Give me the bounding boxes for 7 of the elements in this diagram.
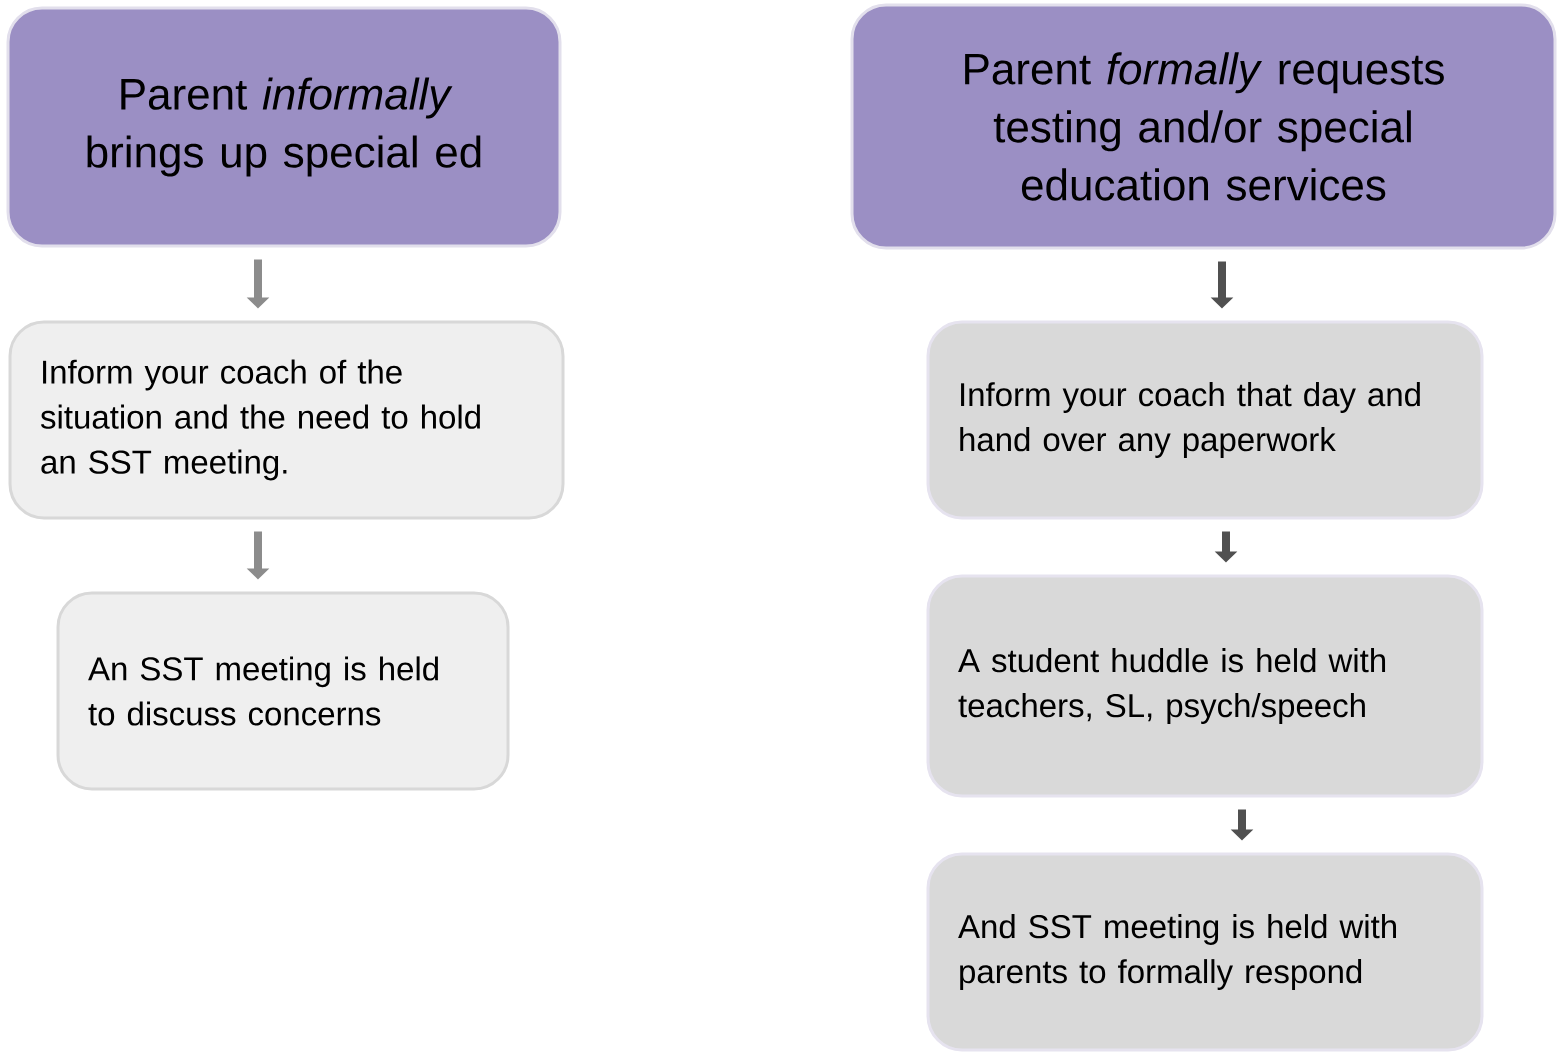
process-box: A student huddle is held with teachers, SL, psych/speech xyxy=(926,574,1484,798)
process-box: Inform your coach of the situation and the need to hold an SST meeting. xyxy=(8,320,565,520)
process-box: An SST meeting is held to discuss concerns xyxy=(56,591,510,791)
process-box: And SST meeting is held with parents to formally respond xyxy=(926,852,1484,1052)
header-box: Parent informally brings up special ed xyxy=(6,6,562,248)
header-box: Parent formally requests testing and/or special education services xyxy=(850,3,1557,250)
process-box: Inform your coach that day and hand over any paperwork xyxy=(926,320,1484,520)
